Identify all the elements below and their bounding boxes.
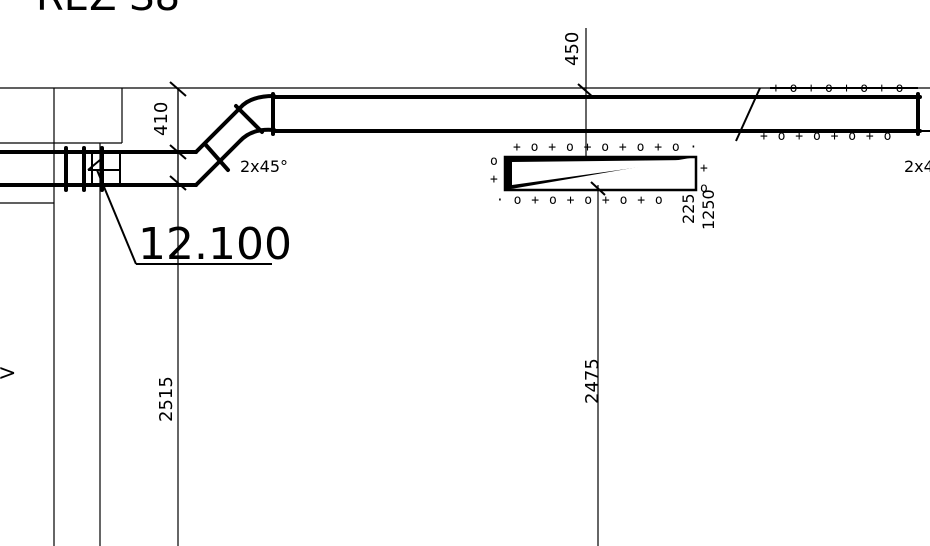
insulation-right-bottom: + o + o + o + o: [760, 129, 892, 144]
dim-450: 450: [562, 32, 583, 66]
insulation-right-side-2: o: [700, 181, 709, 196]
left-structure: [0, 87, 930, 546]
level-mark-group: 12.100: [96, 169, 292, 270]
bend-label-right: 2x4: [904, 157, 930, 176]
dimension-lines: [169, 28, 606, 546]
level-mark: 12.100: [138, 219, 292, 270]
insulation-right-top: + o + o + o + o: [772, 81, 904, 96]
drawing-title: REZ S8: [36, 0, 180, 20]
arrow-symbol: >: [0, 361, 16, 386]
bend-label-left: 2x45°: [240, 157, 288, 176]
insulation-top: + o + o + o + o + o ·: [513, 140, 698, 155]
duct-main: [271, 87, 930, 142]
dim-1250: 1250: [699, 189, 718, 230]
dim-2475: 2475: [582, 358, 603, 404]
insulation-bottom: · o + o + o + o + o: [496, 193, 664, 208]
duct-taper: [503, 155, 698, 192]
dim-410: 410: [151, 102, 172, 136]
insulation-left-side: o: [490, 154, 499, 169]
insulation-left-side-2: +: [490, 172, 499, 187]
duct-left: [0, 146, 198, 192]
duct-elbow-left: [194, 92, 276, 187]
dim-225: 225: [679, 193, 698, 224]
dim-2515: 2515: [156, 376, 177, 422]
insulation-right-side: +: [700, 161, 709, 176]
